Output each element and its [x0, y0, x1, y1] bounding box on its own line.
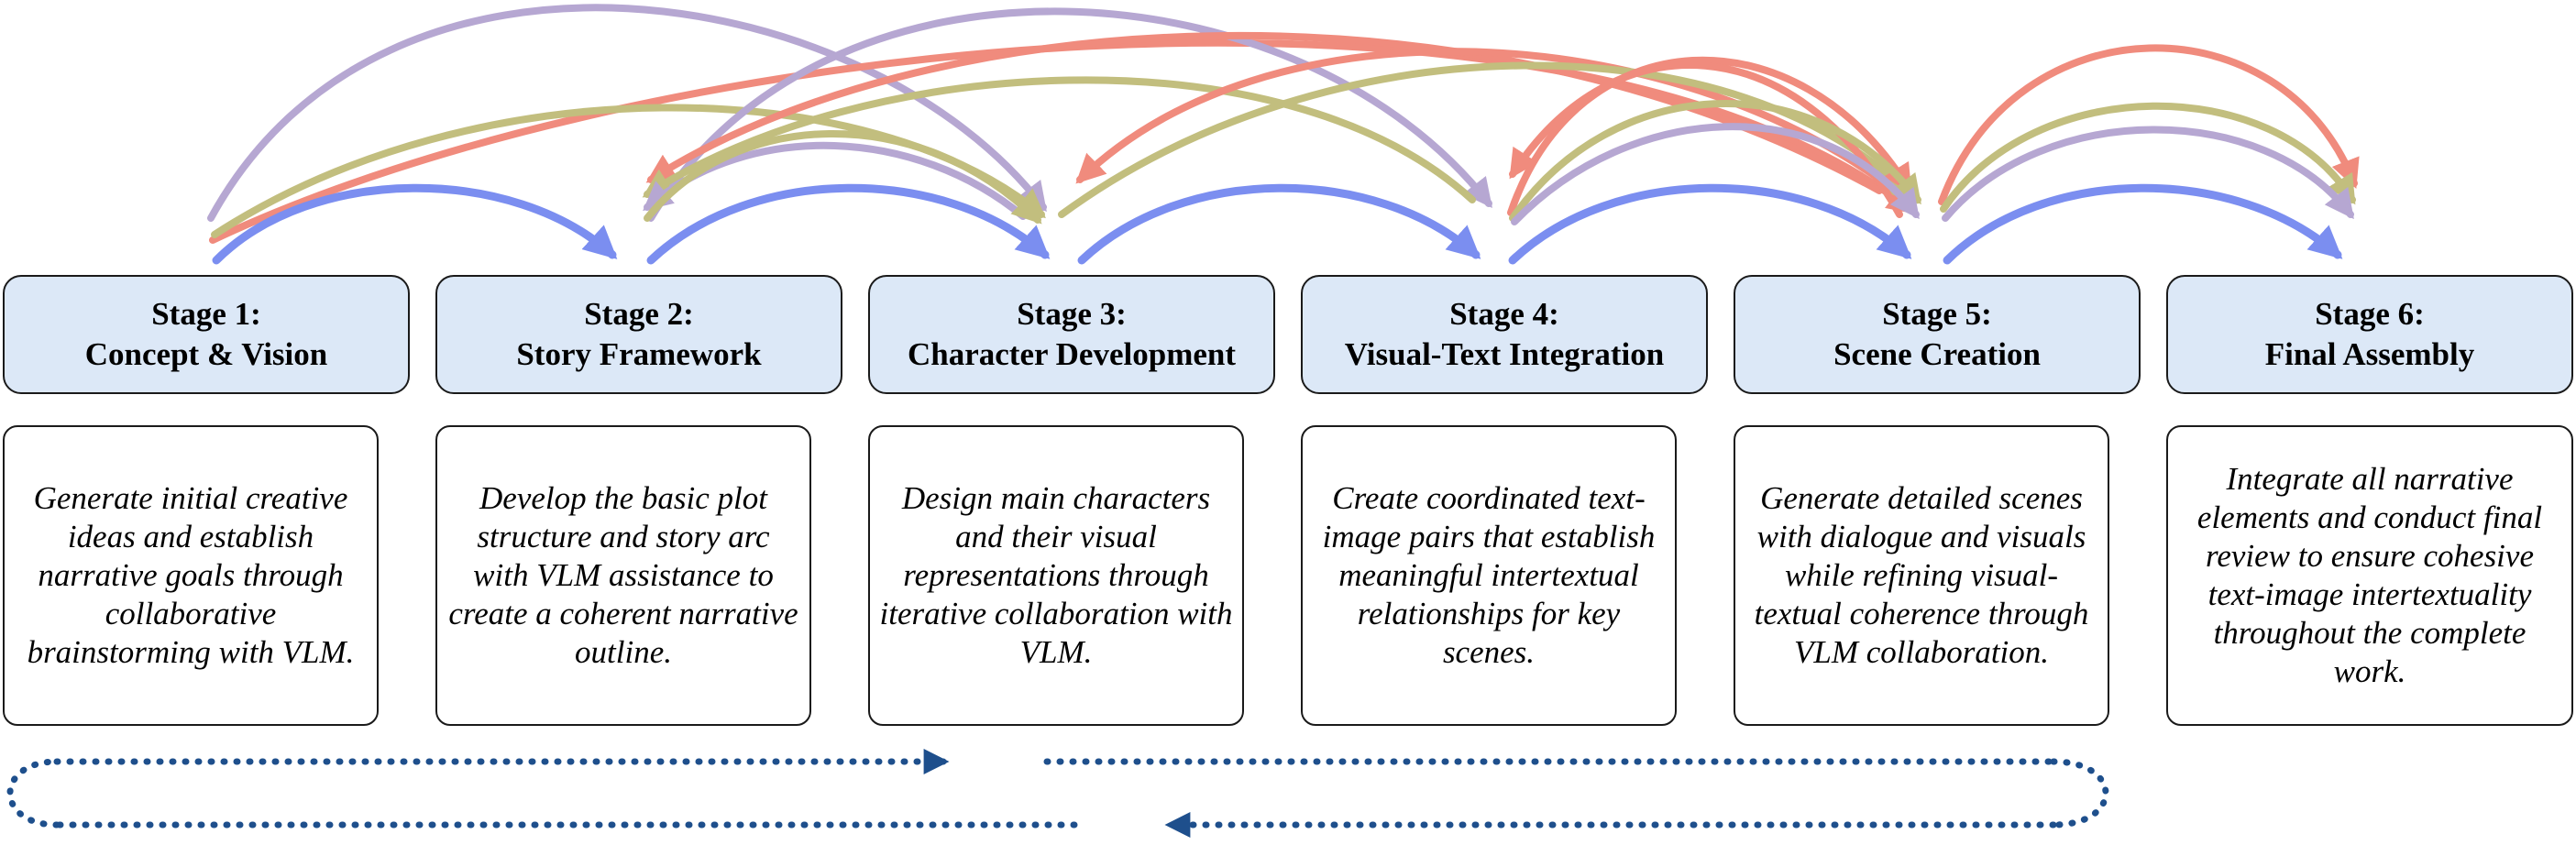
feedback-arc-red-5-to-6: [1938, 44, 2360, 205]
feedback-arc-olive-4-to-2: [642, 76, 1476, 203]
forward-arrow-3-to-4: [1077, 183, 1481, 265]
stage-4-description-box: Create coordinated text-image pairs that…: [1301, 425, 1677, 726]
stage-5-box: Stage 5: Scene Creation: [1734, 275, 2141, 394]
stage-2-name: Story Framework: [516, 336, 762, 372]
feedback-arc-purple-2-to-4: [647, 7, 1492, 222]
feedback-arc-purple-5-to-6: [1942, 126, 2354, 222]
stage-5-title: Stage 5:: [1882, 296, 1992, 332]
stage-3-description: Design main characters and their visual …: [879, 480, 1233, 670]
forward-arrow-1-to-2: [212, 183, 618, 265]
stage-5-name: Scene Creation: [1833, 336, 2041, 372]
forward-arrow-4-to-5: [1508, 183, 1912, 265]
stage-1-description: Generate initial creative ideas and esta…: [27, 480, 355, 670]
iteration-loop-right-curve: [2050, 758, 2109, 829]
stage-2-title: Stage 2:: [584, 296, 694, 332]
stage-6-title: Stage 6:: [2315, 296, 2425, 332]
feedback-arc-red-5-to-4: [1509, 61, 1903, 218]
stage-5-description: Generate detailed scenes with dialogue a…: [1754, 480, 2089, 670]
feedback-arc-olive-3-to-5: [1058, 61, 1919, 218]
stage-4-title: Stage 4:: [1449, 296, 1559, 332]
stage-3-name: Character Development: [908, 336, 1236, 372]
feedback-arc-olive-2-to-3: [644, 130, 1042, 225]
stage-3-description-box: Design main characters and their visual …: [868, 425, 1244, 726]
feedback-arc-red-4-to-5: [1507, 56, 1912, 216]
feedback-arc-olive-5-to-6: [1940, 102, 2356, 213]
stage-4-box: Stage 4: Visual-Text Integration: [1301, 275, 1708, 394]
stage-6-description: Integrate all narrative elements and con…: [2196, 461, 2543, 689]
stage-3-title: Stage 3:: [1017, 296, 1127, 332]
stage-6-name: Final Assembly: [2264, 336, 2475, 372]
feedback-arc-purple-4-to-5: [1511, 123, 1920, 225]
stage-2-description-box: Develop the basic plot structure and sto…: [435, 425, 811, 726]
stage-4-name: Visual-Text Integration: [1344, 336, 1665, 372]
forward-arrow-2-to-3: [646, 183, 1051, 265]
stage-6-box: Stage 6: Final Assembly: [2166, 275, 2573, 394]
stage-6-description-box: Integrate all narrative elements and con…: [2166, 425, 2573, 726]
stage-5-description-box: Generate detailed scenes with dialogue a…: [1734, 425, 2109, 726]
feedback-arc-red-5-to-3: [1075, 48, 1881, 184]
stage-4-description: Create coordinated text-image pairs that…: [1322, 480, 1656, 670]
feedback-arc-purple-1-to-3: [207, 4, 1047, 222]
feedback-arc-olive-1-to-3: [211, 104, 1046, 238]
feedback-arc-olive-4-to-5: [1509, 99, 1921, 222]
stage-1-title: Stage 1:: [151, 296, 261, 332]
stage-3-box: Stage 3: Character Development: [868, 275, 1275, 394]
iteration-loop-left-curve: [6, 758, 61, 829]
stage-1-description-box: Generate initial creative ideas and esta…: [3, 425, 379, 726]
stage-1-name: Concept & Vision: [84, 336, 328, 372]
forward-arrow-5-to-6: [1943, 183, 2343, 265]
stage-2-box: Stage 2: Story Framework: [435, 275, 842, 394]
stage-1-box: Stage 1: Concept & Vision: [3, 275, 410, 394]
stage-2-description: Develop the basic plot structure and sto…: [448, 480, 798, 670]
